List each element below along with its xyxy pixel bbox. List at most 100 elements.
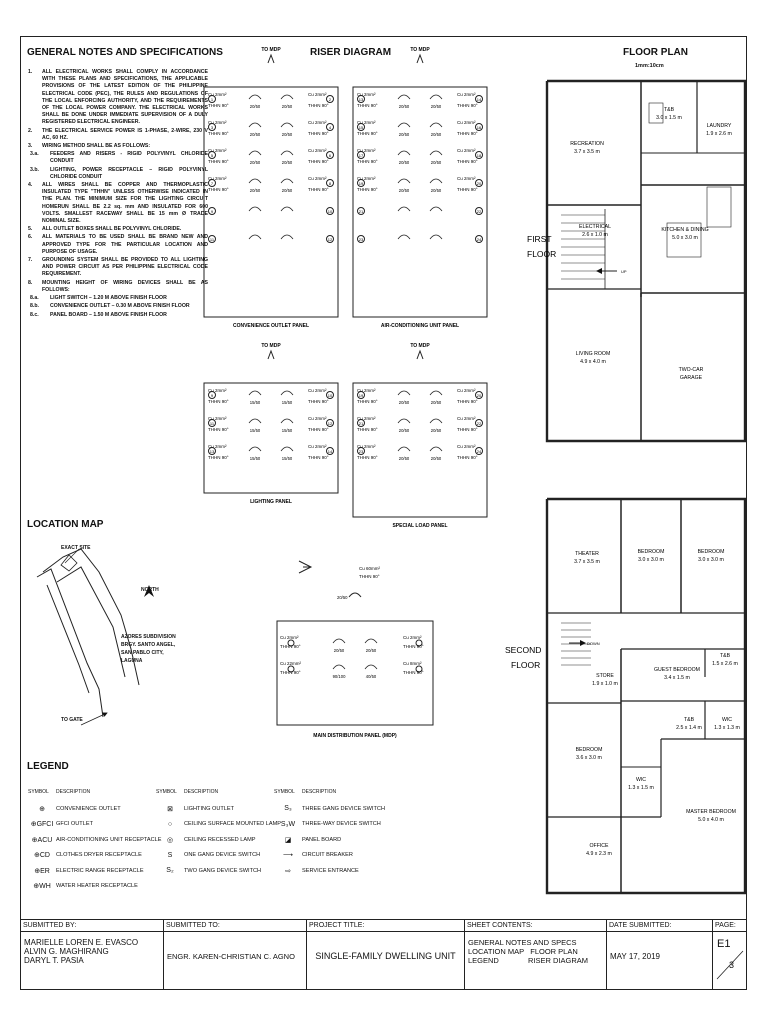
breaker-rating: 20/50: [282, 104, 293, 109]
circuit-marker: [357, 123, 365, 131]
north-arrow-icon: [144, 585, 154, 597]
riser-title: RISER DIAGRAM: [310, 47, 392, 58]
up-arrow-icon: [416, 349, 424, 360]
breaker-icon: [397, 94, 411, 100]
notes-title: GENERAL NOTES AND SPECIFICATIONS: [27, 47, 223, 58]
breaker-rating: 20/50: [399, 160, 410, 165]
breaker-rating: 20/50: [431, 400, 442, 405]
symbol-header: SYMBOL: [28, 789, 49, 795]
circuit-number: 13: [359, 97, 364, 102]
wire-type-label: THHN 90°: [308, 399, 329, 404]
room-dimension: 3.4 x 1.5 m: [664, 675, 690, 681]
legend-description: CONVENIENCE OUTLET: [56, 805, 121, 812]
breaker-rating: 20/50: [334, 648, 345, 653]
room-dimension: 2.5 x 1.4 m: [676, 725, 702, 731]
panel-title: SPECIAL LOAD PANEL: [392, 523, 447, 529]
room-dimension: 3.7 x 3.5 m: [574, 149, 600, 155]
wire-type-label: THHN 90°: [457, 103, 478, 108]
room-dimension: 2.6 x 1.0 m: [582, 232, 608, 238]
legend-symbol-icon: S₃W: [280, 820, 296, 828]
wire-size-label: Cu 2mm²: [457, 148, 476, 153]
wire-type-label: THHN 90°: [457, 427, 478, 432]
circuit-marker: [357, 151, 365, 159]
wire-size-label: Cu 2mm²: [308, 444, 327, 449]
breaker-icon: [429, 94, 443, 100]
contents-line: LOCATION MAP FLOOR PLAN: [468, 947, 578, 956]
circuit-number: 24: [477, 237, 482, 242]
circuit-marker: [357, 391, 365, 399]
panel-title: LIGHTING PANEL: [250, 499, 292, 505]
note-item: 3.a.FEEDERS AND RISERS - RIGID POLYVINYL…: [28, 151, 208, 165]
note-number: 3.a.: [30, 151, 39, 158]
wire-size-label: Cu 2mm²: [357, 120, 376, 125]
note-text: MOUNTING HEIGHT OF WIRING DEVICES SHALL …: [42, 279, 208, 293]
breaker-rating: 20/50: [250, 132, 261, 137]
breaker-icon: [248, 150, 262, 156]
wire-size-label: Cu 2mm²: [208, 388, 227, 393]
breaker-rating: 15/50: [250, 400, 261, 405]
breaker-rating: 15/50: [282, 456, 293, 461]
circuit-number: 13: [210, 449, 215, 454]
floor-label: FLOOR: [527, 249, 556, 259]
panel-box: [203, 86, 339, 318]
room-dimension: 1.9 x 1.0 m: [592, 681, 618, 687]
legend-symbol-icon: S₃: [284, 805, 292, 813]
note-item: 4.ALL WIRES SHALL BE COPPER AND THERMOPL…: [28, 182, 208, 225]
dining-table: [666, 222, 702, 258]
breaker-rating: 20/50: [399, 456, 410, 461]
room-dimension: 4.9 x 4.0 m: [580, 359, 606, 365]
circuit-marker: [326, 151, 334, 159]
circuit-number: 9: [211, 209, 214, 214]
room-dimension: 1.3 x 1.3 m: [714, 725, 740, 731]
breaker-icon: [397, 234, 411, 240]
wire-size-label: Cu 2mm²: [403, 635, 422, 640]
note-number: 8.: [28, 279, 33, 286]
breaker-icon: [280, 418, 294, 424]
circuit-marker: [287, 665, 295, 673]
breaker-icon: [364, 638, 378, 644]
address-line: SAN PABLO CITY,: [121, 650, 164, 656]
room-name: T&B: [664, 107, 675, 113]
legend-symbol-icon: ◪: [284, 836, 292, 844]
note-item: 6.ALL MATERIALS TO BE USED SHALL BE BRAN…: [28, 234, 208, 256]
legend-symbol-icon: S₂: [166, 867, 174, 875]
up-arrow-icon: [267, 53, 275, 64]
breaker-icon: [248, 418, 262, 424]
room-dimension: 3.0 x 3.0 m: [698, 557, 724, 563]
panel-box: [203, 382, 339, 494]
note-number: 1.: [28, 69, 33, 75]
wire-type-label: THHN 90°: [208, 399, 229, 404]
breaker-rating: 20/50: [282, 160, 293, 165]
note-text: ALL MATERIALS TO BE USED SHALL BE BRAND …: [42, 234, 208, 255]
circuit-marker: [326, 419, 334, 427]
wire-size-label: Cu 2mm²: [357, 416, 376, 421]
wire-size-label: Cu 2mm²: [208, 444, 227, 449]
breaker-icon: [429, 122, 443, 128]
wire-type-label: THHN 90°: [280, 644, 301, 649]
note-text: PANEL BOARD – 1.50 M ABOVE FINISH FLOOR: [50, 311, 167, 318]
breaker-icon: [429, 390, 443, 396]
breaker-rating: 20/50: [282, 188, 293, 193]
wire-type-label: THHN 90°: [457, 399, 478, 404]
circuit-marker: [475, 391, 483, 399]
circuit-number: 20: [477, 393, 482, 398]
circuit-number: 15: [359, 125, 364, 130]
breaker-rating: 20/50: [250, 160, 261, 165]
date-cell: DATE SUBMITTED: MAY 17, 2019: [607, 920, 713, 990]
page-header: PAGE:: [713, 920, 746, 932]
counter: [706, 186, 732, 228]
breaker-icon: [429, 446, 443, 452]
circuit-marker: [326, 179, 334, 187]
legend-row: ⊠LIGHTING OUTLET: [156, 801, 281, 817]
shower: [648, 102, 664, 124]
legend-symbol-icon: ⊕: [39, 805, 45, 813]
wire-type-label: THHN 90°: [357, 131, 378, 136]
main-breaker-rating: 20/50: [337, 595, 348, 600]
legend-symbol-icon: ⊕ACU: [31, 836, 53, 844]
floor-title: FLOOR PLAN: [623, 47, 688, 58]
room-name: T&B: [720, 653, 731, 659]
